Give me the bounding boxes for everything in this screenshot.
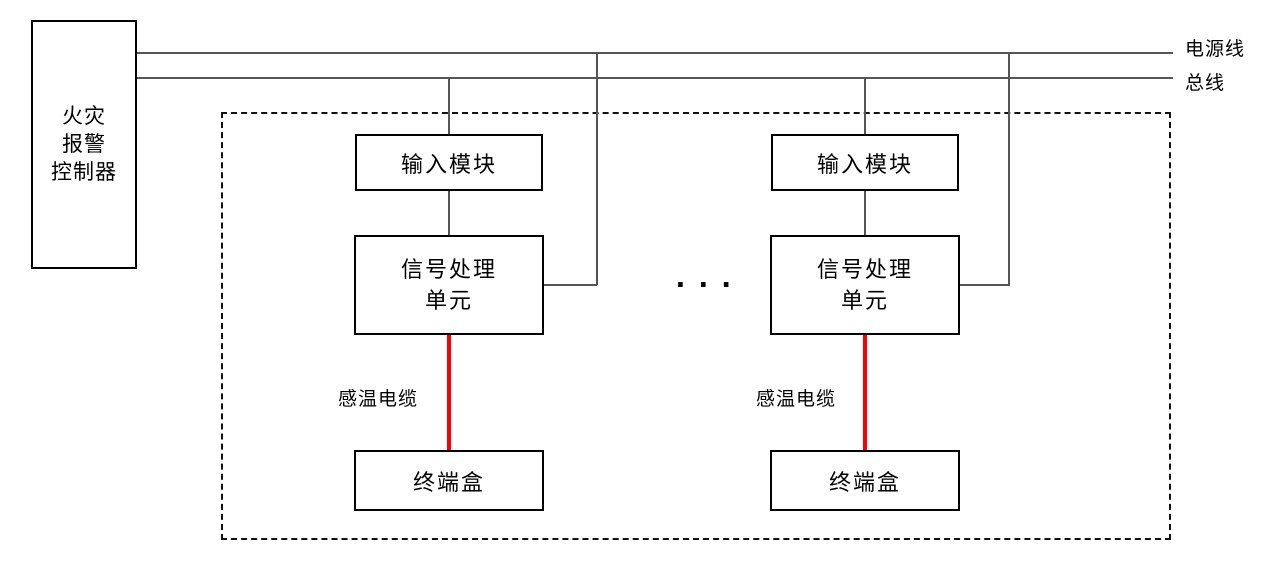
branch1-power-stub-wire	[544, 284, 597, 286]
branch2-signal-processing-unit-box: 信号处理 单元	[770, 235, 960, 335]
branch2-cable-label: 感温电缆	[756, 389, 837, 410]
fire-alarm-controller-box: 火灾 报警 控制器	[31, 20, 137, 269]
branch2-power-drop-wire	[1008, 52, 1010, 285]
branch1-module-to-signal-wire	[448, 191, 450, 235]
branch2-power-stub-wire	[960, 284, 1010, 286]
branch1-temperature-sensing-cable	[447, 335, 451, 451]
branch1-cable-label: 感温电缆	[338, 389, 419, 410]
branch2-input-module-box: 输入模块	[771, 134, 959, 191]
branch2-bus-drop-wire	[864, 77, 866, 134]
branch1-terminal-box: 终端盒	[354, 450, 544, 511]
branch2-terminal-box: 终端盒	[770, 450, 960, 511]
branch1-bus-drop-wire	[448, 77, 450, 134]
branch2-module-to-signal-wire	[864, 191, 866, 235]
ellipsis-separator: ...	[672, 261, 741, 294]
bus-line-label: 总线	[1185, 73, 1226, 94]
detection-zone-dashed-border	[221, 112, 1171, 540]
branch1-signal-processing-unit-box: 信号处理 单元	[354, 235, 544, 335]
branch2-temperature-sensing-cable	[863, 335, 867, 451]
bus-line	[137, 77, 1173, 79]
branch1-power-drop-wire	[596, 52, 598, 285]
power-line	[137, 52, 1173, 54]
power-line-label: 电源线	[1185, 39, 1246, 60]
branch1-input-module-box: 输入模块	[355, 134, 543, 191]
